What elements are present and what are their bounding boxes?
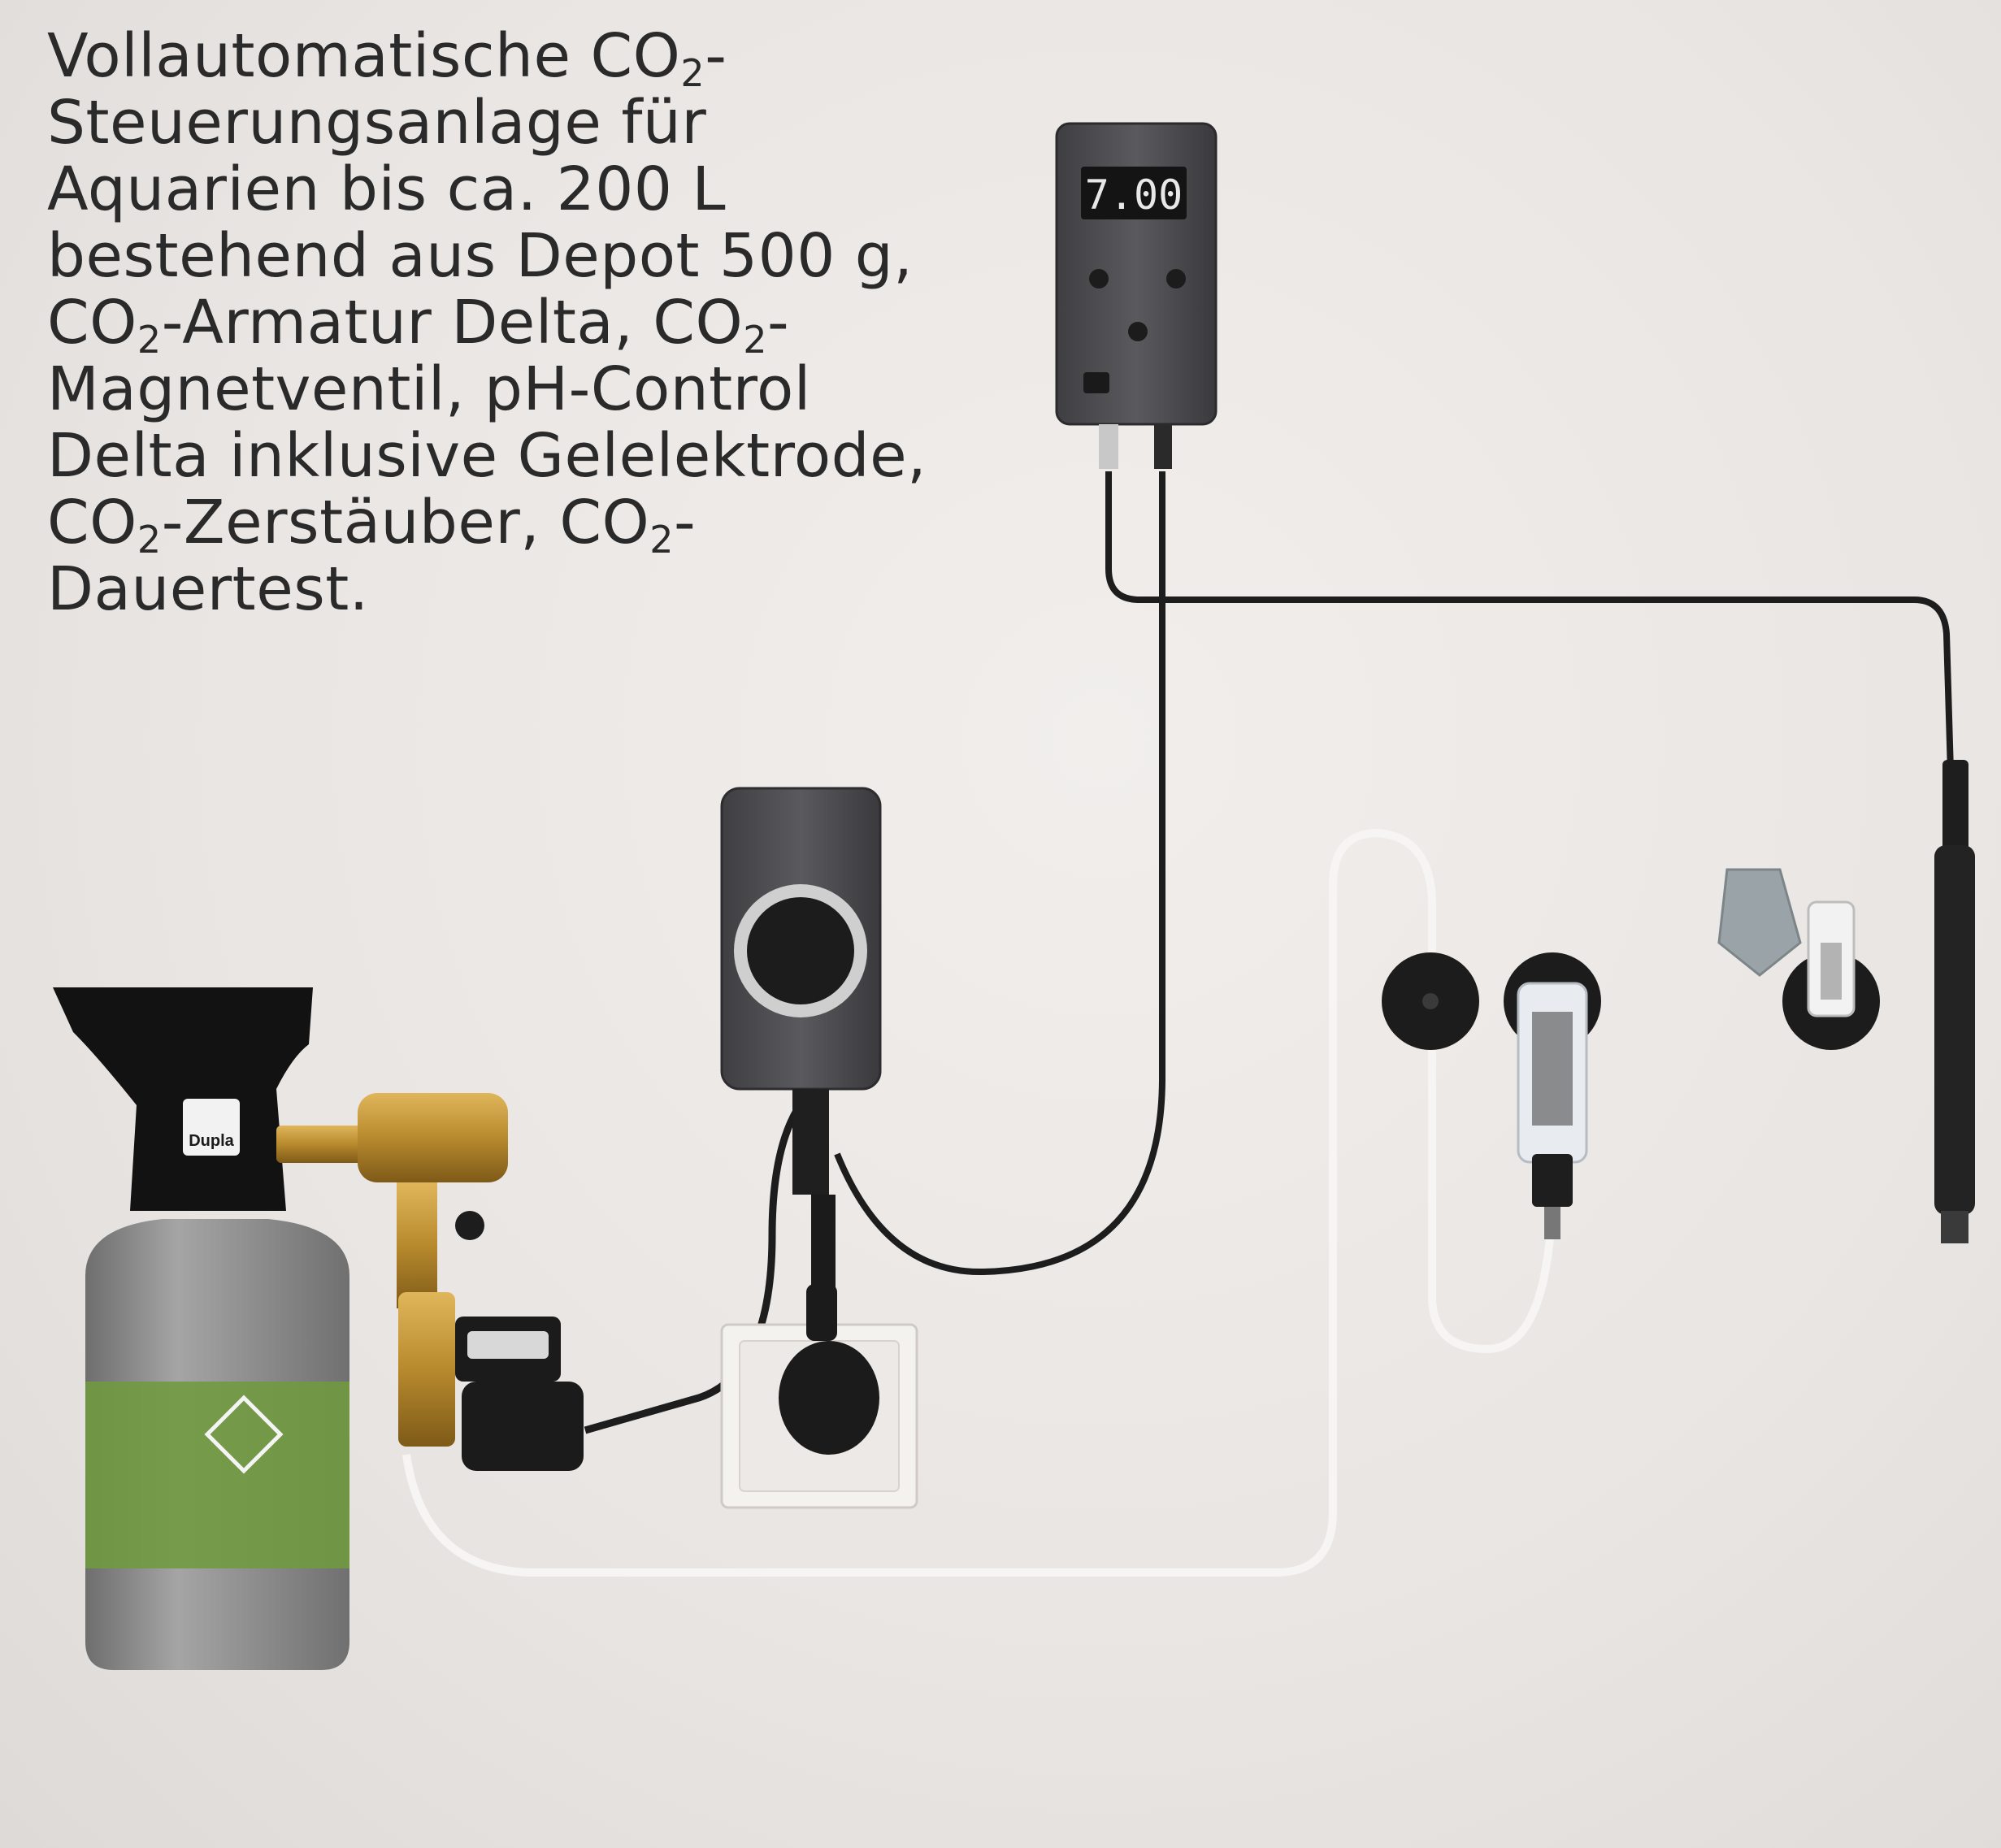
adjust-knob-left <box>1089 269 1109 288</box>
solenoid-valve <box>455 1317 584 1471</box>
caption-text: Vollautomatische CO <box>47 21 681 91</box>
product-caption: Vollautomatische CO2-Steuerungsanlage fü… <box>47 23 1022 623</box>
co2-diffuser <box>1504 952 1601 1239</box>
ph-controller: 7.00 <box>1055 122 1218 469</box>
caption-text: CO <box>47 488 137 557</box>
caption-text: - <box>705 21 727 91</box>
controller-cable <box>834 471 1165 1276</box>
caption-text: -Zerstäuber, CO <box>161 488 650 557</box>
regulator-knob <box>455 1211 484 1240</box>
cylinder-label <box>85 1382 349 1568</box>
timer-dial <box>747 897 854 1004</box>
caption-line: Delta inklusive Gelelektrode, <box>47 423 1022 489</box>
cylinder-handle <box>53 987 313 1211</box>
adjust-knob-right <box>1166 269 1186 288</box>
timer-unit <box>720 787 882 1300</box>
cylinder-brand-label: Dupla <box>189 1132 234 1150</box>
caption-line: Aquarien bis ca. 200 L <box>47 156 1022 223</box>
co2-cylinder: Dupla <box>53 987 349 1670</box>
test-reagent-packet <box>1717 868 1802 977</box>
suction-cup-left <box>1382 952 1479 1050</box>
caption-line: Steuerungsanlage für <box>47 89 1022 156</box>
caption-text: bestehend aus Depot 500 g, <box>47 221 914 291</box>
caption-text: - <box>674 488 697 557</box>
caption-line: CO2-Zerstäuber, CO2- <box>47 488 1022 558</box>
pressure-regulator <box>276 1093 508 1447</box>
caption-line: bestehend aus Depot 500 g, <box>47 223 1022 289</box>
co2-permanent-test <box>1717 868 1880 1050</box>
caption-text: Aquarien bis ca. 200 L <box>47 154 727 224</box>
plug <box>779 1341 879 1455</box>
caption-text: Magnetventil, pH-Control <box>47 354 811 424</box>
ph-display-readout: 7.00 <box>1085 171 1183 219</box>
subscript-digit: 2 <box>649 518 675 562</box>
subscript-digit: 2 <box>137 518 162 562</box>
caption-line: CO2-Armatur Delta, CO2- <box>47 288 1022 358</box>
ph-electrode <box>1934 760 1975 1243</box>
caption-line: Magnetventil, pH-Control <box>47 356 1022 423</box>
caption-text: Steuerungsanlage für <box>47 88 707 158</box>
power-switch <box>1083 372 1109 393</box>
subscript-digit: 2 <box>680 51 705 95</box>
caption-text: -Armatur Delta, CO <box>161 288 744 358</box>
electrode-cable <box>1105 471 1954 773</box>
subscript-digit: 2 <box>137 318 162 362</box>
subscript-digit: 2 <box>743 318 767 362</box>
caption-text: CO <box>47 288 137 358</box>
caption-line: Dauertest. <box>47 556 1022 623</box>
co2-tubing <box>402 828 1556 1577</box>
caption-text: Dauertest. <box>47 554 369 624</box>
wall-socket <box>720 1284 918 1509</box>
caption-text: Delta inklusive Gelelektrode, <box>47 421 927 491</box>
caption-text: - <box>767 288 790 358</box>
caption-line: Vollautomatische CO2- <box>47 21 1022 92</box>
adjust-knob-center <box>1128 322 1148 341</box>
